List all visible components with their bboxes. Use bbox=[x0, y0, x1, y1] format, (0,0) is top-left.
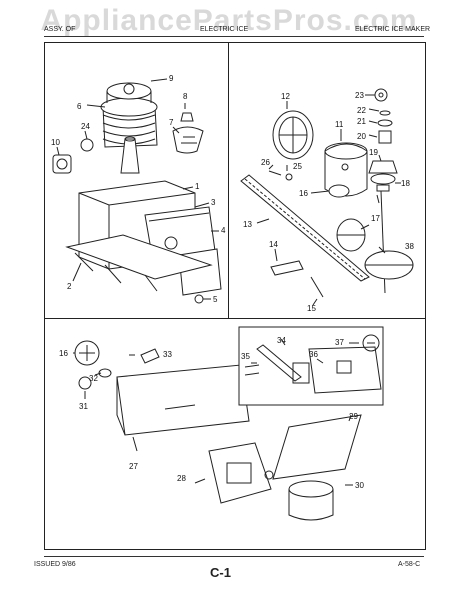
part-label-26: 26 bbox=[261, 158, 270, 167]
footer-rule bbox=[44, 556, 424, 557]
part-label-1: 1 bbox=[195, 182, 200, 191]
part-label-3: 3 bbox=[211, 198, 216, 207]
panel-bottom: 16 33 32 31 27 34 35 36 37 28 29 30 bbox=[44, 318, 426, 550]
part-label-6: 6 bbox=[77, 102, 82, 111]
part-label-11: 11 bbox=[335, 120, 344, 129]
part-label-15: 15 bbox=[307, 304, 316, 313]
part-label-17: 17 bbox=[371, 214, 380, 223]
part-label-29: 29 bbox=[349, 412, 358, 421]
part-label-19: 19 bbox=[369, 148, 378, 157]
part-label-27: 27 bbox=[129, 462, 138, 471]
part-label-4: 4 bbox=[221, 226, 226, 235]
part-label-28: 28 bbox=[177, 474, 186, 483]
part-label-14: 14 bbox=[269, 240, 278, 249]
part-label-7: 7 bbox=[169, 118, 174, 127]
part-label-32: 32 bbox=[89, 374, 98, 383]
bottom-diagram: 16 33 32 31 27 34 35 36 37 28 29 30 bbox=[59, 326, 384, 521]
part-label-21: 21 bbox=[357, 117, 366, 126]
part-label-30: 30 bbox=[355, 481, 364, 490]
part-label-38: 38 bbox=[405, 242, 414, 251]
part-label-16: 16 bbox=[299, 189, 308, 198]
page-number: C-1 bbox=[210, 565, 231, 580]
panel-top-right: 12 11 23 22 21 20 26 25 19 18 16 13 17 3… bbox=[228, 42, 426, 320]
part-label-13: 13 bbox=[243, 220, 252, 229]
panel-top-left: 9 6 8 7 24 10 1 3 4 2 5 bbox=[44, 42, 230, 320]
part-label-22: 22 bbox=[357, 106, 366, 115]
part-label-37: 37 bbox=[335, 338, 344, 347]
top-right-diagram: 12 11 23 22 21 20 26 25 19 18 16 13 17 3… bbox=[240, 88, 414, 313]
part-label-20: 20 bbox=[357, 132, 366, 141]
issued-date: ISSUED 9/86 bbox=[34, 561, 76, 568]
document-code: A-58-C bbox=[398, 561, 421, 568]
part-label-8: 8 bbox=[183, 92, 188, 101]
part-label-24: 24 bbox=[81, 122, 90, 131]
top-left-diagram: 9 6 8 7 24 10 1 3 4 2 5 bbox=[51, 74, 226, 304]
part-label-25: 25 bbox=[293, 162, 302, 171]
part-label-35: 35 bbox=[241, 352, 250, 361]
part-label-23: 23 bbox=[355, 91, 364, 100]
watermark: AppliancePartsPros.com bbox=[40, 4, 418, 37]
header-right: ELECTRIC ICE MAKER bbox=[355, 26, 431, 33]
header-left: ASSY. OF bbox=[44, 26, 76, 33]
part-label-34: 34 bbox=[277, 336, 286, 345]
part-label-18: 18 bbox=[401, 179, 410, 188]
part-label-2: 2 bbox=[67, 282, 72, 291]
part-label-36: 36 bbox=[309, 350, 318, 359]
header-rule bbox=[44, 36, 424, 37]
header-center: ELECTRIC ICE bbox=[200, 26, 249, 33]
part-label-12: 12 bbox=[281, 92, 290, 101]
part-label-10: 10 bbox=[51, 138, 60, 147]
part-label-5: 5 bbox=[213, 295, 218, 304]
part-label-16-bottom: 16 bbox=[59, 349, 68, 358]
part-label-33: 33 bbox=[163, 350, 172, 359]
part-label-9: 9 bbox=[169, 74, 174, 83]
part-label-31: 31 bbox=[79, 402, 88, 411]
